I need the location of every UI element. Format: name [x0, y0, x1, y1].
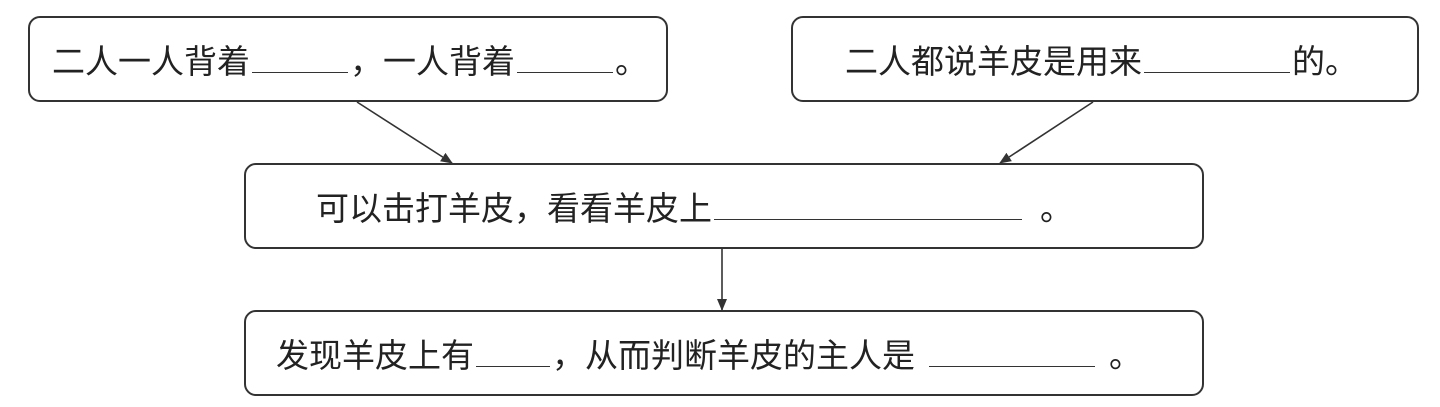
middle-blank-1[interactable]	[714, 193, 1022, 220]
top-right-text-1: 二人都说羊皮是用来	[845, 42, 1142, 81]
top-left-text-1: 二人一人背着	[52, 42, 250, 81]
top-right-text-2: 的。	[1292, 42, 1358, 81]
bottom-text-3: 。	[1109, 336, 1142, 375]
bottom-box: 发现羊皮上有 ，从而判断羊皮的主人是 。	[244, 310, 1204, 396]
bottom-text-1: 发现羊皮上有	[276, 336, 474, 375]
top-left-blank-2[interactable]	[517, 46, 613, 73]
middle-text-1: 可以击打羊皮，看看羊皮上	[316, 189, 712, 228]
middle-text-2: 。	[1040, 189, 1073, 228]
bottom-blank-1[interactable]	[476, 340, 550, 367]
top-right-blank-1[interactable]	[1144, 46, 1290, 73]
top-left-blank-1[interactable]	[252, 46, 348, 73]
top-left-box: 二人一人背着 ，一人背着 。	[28, 16, 668, 102]
arrow-top-left-to-middle	[356, 101, 453, 164]
bottom-text-2: ，从而判断羊皮的主人是	[552, 336, 915, 375]
bottom-blank-2[interactable]	[929, 340, 1095, 367]
top-right-box: 二人都说羊皮是用来 的。	[791, 16, 1419, 102]
middle-box: 可以击打羊皮，看看羊皮上 。	[244, 163, 1204, 249]
top-left-text-3: 。	[615, 42, 648, 81]
arrow-top-right-to-middle	[999, 101, 1094, 164]
top-left-text-2: ，一人背着	[350, 42, 515, 81]
